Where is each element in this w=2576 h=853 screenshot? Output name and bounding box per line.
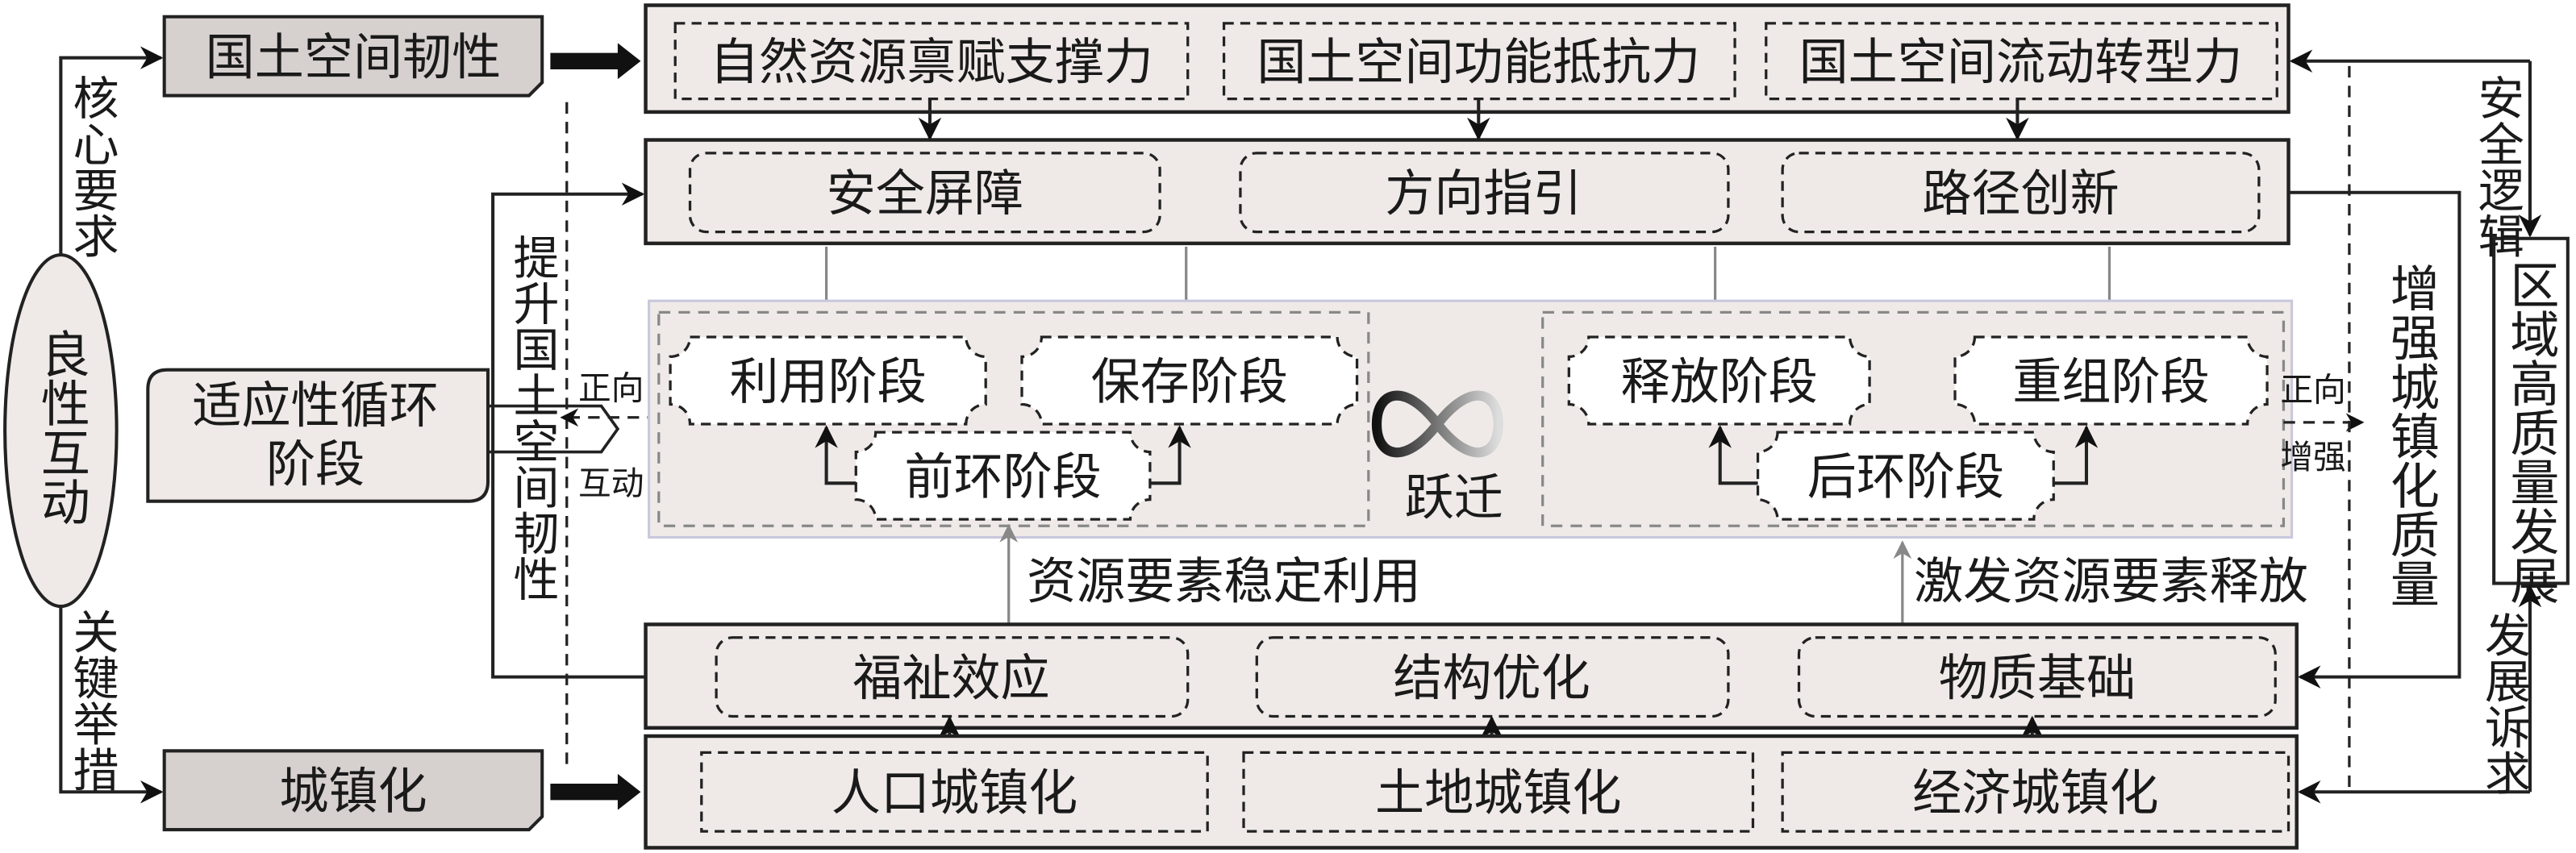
effects-row bbox=[644, 622, 2299, 730]
resilience-thick-arrow bbox=[550, 43, 641, 80]
urban-type-label: 经济城镇化 bbox=[1912, 765, 2158, 822]
svg-text:国土空间韧性: 国土空间韧性 bbox=[206, 29, 502, 86]
core-requirement-label: 核心要求 bbox=[65, 74, 119, 258]
effects-label: 福祉效应 bbox=[852, 650, 1049, 707]
urban-box-3 bbox=[1781, 751, 2290, 833]
cycle-stage: 后环阶段 bbox=[1756, 431, 2055, 521]
back-loop-arrow-right bbox=[2053, 425, 2099, 485]
core-requirement-arrow bbox=[59, 46, 164, 256]
regional-development-label: 区域高质量发展 bbox=[2501, 260, 2558, 605]
back-loop-area bbox=[1541, 310, 2286, 527]
resilience-node: 国土空间韧性 bbox=[162, 15, 544, 98]
urbanization-thick-arrow bbox=[550, 773, 641, 810]
stage-shape bbox=[1756, 431, 2055, 521]
cycle-stage: 利用阶段 bbox=[669, 335, 987, 426]
urban-box-2 bbox=[1242, 751, 1755, 833]
stage-shape bbox=[1953, 335, 2269, 426]
regional-development-node bbox=[2492, 236, 2570, 585]
effects-box-1 bbox=[715, 636, 1190, 718]
infinity-icon bbox=[1371, 390, 1503, 458]
stable-use-label: 资源要素稳定利用 bbox=[1027, 553, 1421, 610]
enhance-quality-label: 增强城镇化质量 bbox=[2382, 263, 2439, 608]
svg-text:适应性循环: 适应性循环 bbox=[192, 377, 438, 435]
effects-label: 结构优化 bbox=[1393, 650, 1590, 707]
benign-interaction-label: 良性互动 bbox=[32, 329, 90, 526]
positive-label-left: 正向 bbox=[578, 368, 644, 407]
front-loop-area bbox=[657, 310, 1370, 527]
enhance-label-right: 增强 bbox=[2280, 438, 2345, 476]
enhance-quality-line bbox=[2288, 190, 2461, 689]
cycle-stage: 重组阶段 bbox=[1953, 335, 2269, 426]
function-label: 安全屏障 bbox=[827, 165, 1023, 223]
urban-box-1 bbox=[700, 751, 1209, 833]
adaptive-cycle-node: 适应性循环 阶段 bbox=[146, 368, 490, 503]
stage-label: 重组阶段 bbox=[2012, 353, 2209, 410]
cycle-stage: 前环阶段 bbox=[854, 431, 1152, 521]
effects-label: 物质基础 bbox=[1939, 650, 2136, 707]
key-measure-arrow bbox=[59, 606, 164, 804]
capacity-label: 自然资源禀赋支撑力 bbox=[710, 34, 1153, 91]
effects-box-2 bbox=[1255, 636, 1730, 718]
function-box-1 bbox=[688, 152, 1161, 234]
svg-text:阶段: 阶段 bbox=[266, 436, 365, 493]
positive-label-right: 正向 bbox=[2280, 370, 2345, 409]
back-loop-arrow-left bbox=[1708, 425, 1758, 485]
stage-label: 前环阶段 bbox=[904, 449, 1101, 506]
stage-label: 利用阶段 bbox=[729, 353, 926, 410]
resilience-enhance-line bbox=[491, 182, 646, 679]
urbanization-node: 城镇化 bbox=[162, 749, 544, 832]
development-demand-label: 发展诉求 bbox=[2477, 611, 2530, 795]
release-label: 激发资源要素释放 bbox=[1914, 553, 2308, 610]
stage-shape bbox=[1567, 335, 1871, 426]
key-measure-label: 关键举措 bbox=[65, 608, 119, 792]
cycle-output-arrow-shape bbox=[487, 404, 620, 454]
stage-label: 保存阶段 bbox=[1091, 353, 1288, 410]
front-loop-arrow-right bbox=[1149, 425, 1191, 485]
function-box-2 bbox=[1239, 152, 1730, 234]
capacity-row bbox=[644, 3, 2290, 114]
function-box-3 bbox=[1781, 152, 2261, 234]
stage-label: 后环阶段 bbox=[1807, 449, 2004, 506]
stage-shape bbox=[669, 335, 987, 426]
urban-types-row bbox=[644, 734, 2299, 850]
stage-label: 释放阶段 bbox=[1621, 353, 1818, 410]
capacity-label: 国土空间功能抵抗力 bbox=[1257, 34, 1700, 91]
capacity-box-3 bbox=[1765, 22, 2278, 101]
urban-type-label: 土地城镇化 bbox=[1375, 765, 1621, 822]
front-loop-arrow-left bbox=[815, 425, 857, 485]
function-label: 方向指引 bbox=[1385, 165, 1582, 223]
svg-text:城镇化: 城镇化 bbox=[279, 764, 427, 821]
stage-shape bbox=[854, 431, 1152, 521]
stage-shape bbox=[1020, 335, 1359, 426]
function-label: 路径创新 bbox=[1922, 165, 2119, 223]
safety-logic-label: 安全逻辑 bbox=[2470, 74, 2524, 258]
urban-type-label: 人口城镇化 bbox=[832, 765, 1078, 822]
enhance-resilience-label: 提升国土空间韧性 bbox=[506, 234, 559, 601]
leap-label: 跃迁 bbox=[1405, 469, 1503, 526]
cycle-stage: 释放阶段 bbox=[1567, 335, 1871, 426]
capacity-label: 国土空间流动转型力 bbox=[1799, 34, 2243, 91]
interaction-label-left: 互动 bbox=[578, 464, 644, 503]
cycle-stage: 保存阶段 bbox=[1020, 335, 1359, 426]
